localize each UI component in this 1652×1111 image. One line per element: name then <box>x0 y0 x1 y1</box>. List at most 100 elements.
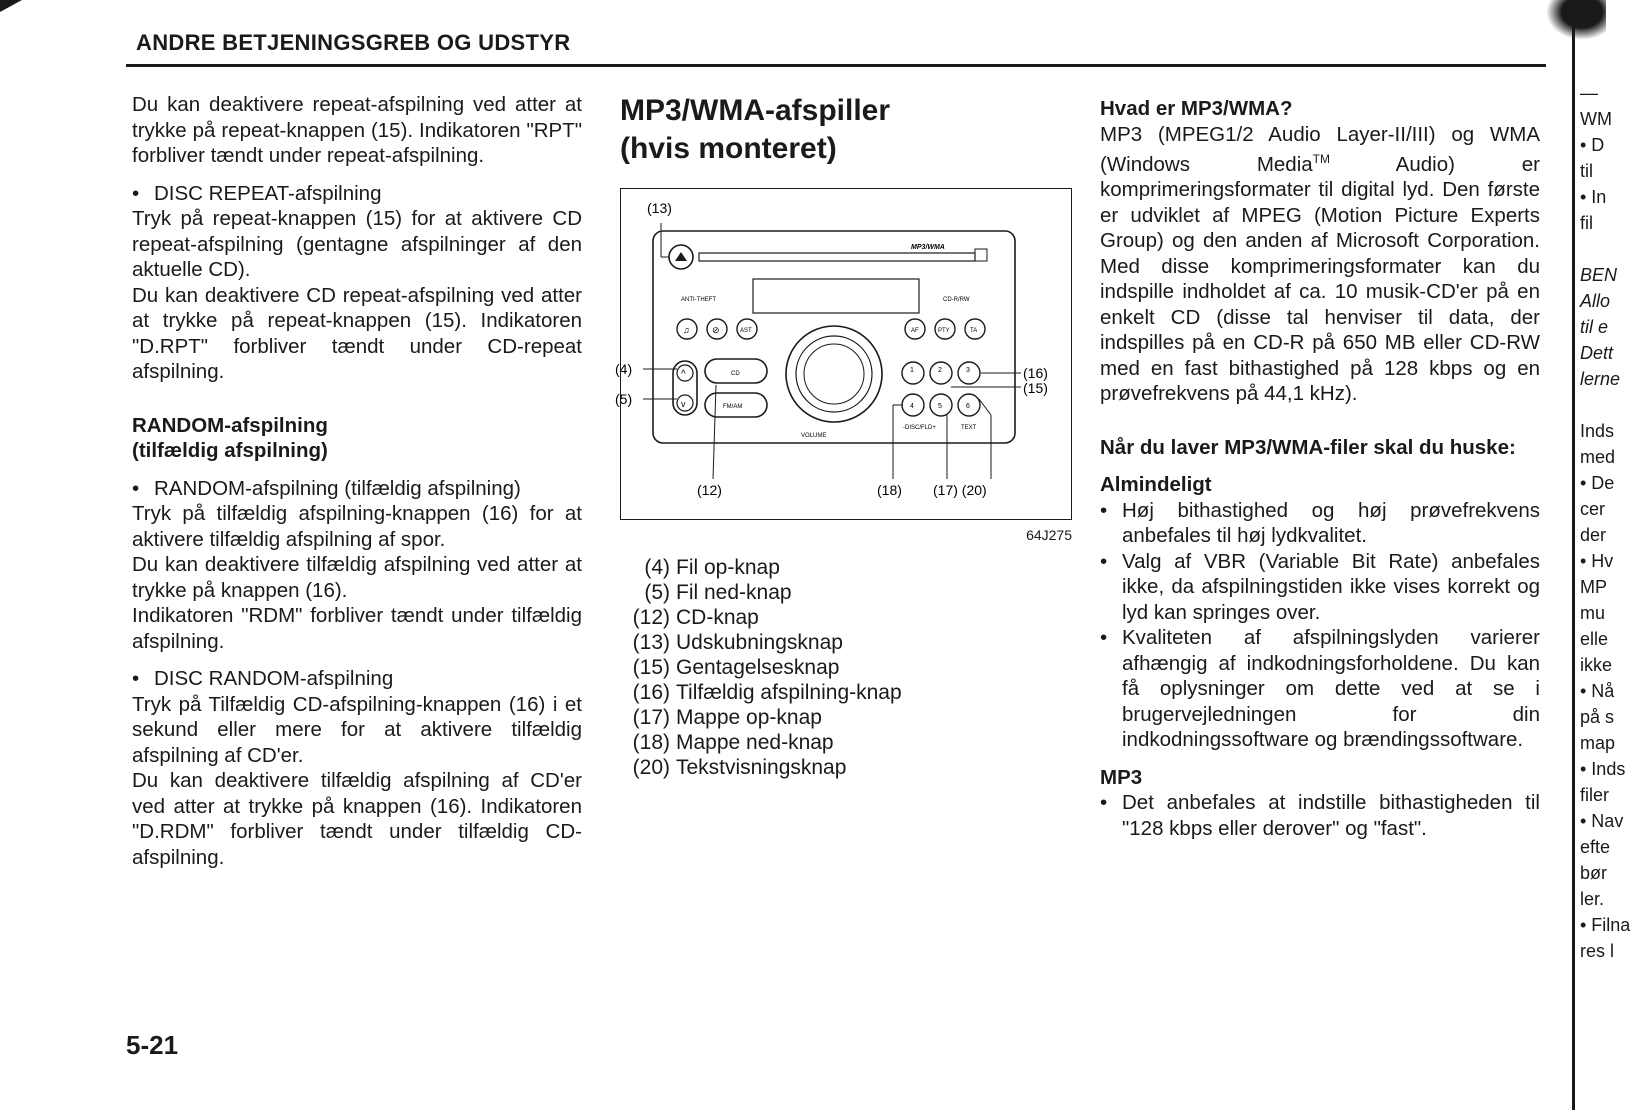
label-disc-logo: CD-R/RW <box>943 297 970 303</box>
mute-glyph: ⊘ <box>712 325 720 335</box>
label-antitheft: ANTI-THEFT <box>681 297 716 303</box>
strip-line: • Nav <box>1580 811 1624 831</box>
strip-line: Inds <box>1580 421 1615 441</box>
strip-line: map <box>1580 733 1616 753</box>
bullet-dot: • <box>1100 791 1108 815</box>
callout-13: (13) <box>647 200 672 216</box>
bullet-title: DISC RANDOM-afspilning <box>154 667 394 690</box>
legend-row: (4)Fil op-knap <box>620 555 1070 580</box>
legend-label: CD-knap <box>676 605 759 629</box>
preset-button-1 <box>901 361 925 385</box>
bullet-disc-random: • DISC RANDOM-afspilning <box>132 666 582 692</box>
legend-number: (13) <box>632 630 670 654</box>
down-glyph: v <box>681 399 686 409</box>
mp3-list: •Det anbefales at indstille bithastighed… <box>1100 790 1540 841</box>
file-up-button-4 <box>676 364 694 382</box>
strip-line: WM <box>1580 109 1612 129</box>
preset-button-2 <box>929 361 953 385</box>
fmam-button <box>704 392 768 418</box>
paragraph-random-disable: Du kan deaktivere tilfældig afspilning v… <box>132 553 582 602</box>
bullet-random: • RANDOM-afspilning (tilfældig afspilnin… <box>132 476 582 502</box>
page-number: 5-21 <box>126 1030 179 1060</box>
strip-line: ikke <box>1580 655 1613 675</box>
legend-label: Fil ned-knap <box>676 580 792 604</box>
figure-code: 64J275 <box>1026 527 1072 543</box>
logo-mark <box>974 248 988 262</box>
preset-button-6 <box>957 393 981 417</box>
header-rule <box>126 64 1546 67</box>
bullet-disc-repeat: • DISC REPEAT-afspilning <box>132 181 582 207</box>
bullet-item: •Høj bithastighed og høj prøvefrekvens a… <box>1100 498 1540 549</box>
callout-5: (5) <box>615 391 632 407</box>
legend-row: (15)Gentagelsesknap <box>620 655 1070 680</box>
strip-line: • Inds <box>1580 759 1626 779</box>
figure-legend: (4)Fil op-knap(5)Fil ned-knap(12)CD-knap… <box>620 555 1070 780</box>
bullet-text: Valg af VBR (Variable Bit Rate) anbefale… <box>1122 549 1540 624</box>
strip-line: bør <box>1580 863 1607 883</box>
strip-line <box>1580 236 1652 262</box>
legend-row: (18)Mappe ned-knap <box>620 730 1070 755</box>
volume-knob-ring <box>795 335 873 413</box>
page-edge <box>1572 20 1575 1110</box>
cd-button-12 <box>704 358 768 384</box>
bullet-title: RANDOM-afspilning (tilfældig afspilning) <box>154 476 521 500</box>
general-list: • Høj bithastighed og høj prøvefrekvens a… <box>1100 498 1540 753</box>
label-disc: -DISC/FLD+ <box>903 425 936 431</box>
callout-12: (12) <box>697 482 722 498</box>
callout-16: (16) <box>1023 365 1048 381</box>
bullet-dot: • <box>1100 626 1108 650</box>
radio-faceplate <box>652 230 1016 444</box>
what-is-text-a: MP3 (MPEG1/2 Audio Layer-II/III) og WMA … <box>1100 122 1540 176</box>
strip-line: elle <box>1580 629 1609 649</box>
what-is-heading: Hvad er MP3/WMA? <box>1100 97 1293 120</box>
random-heading: RANDOM-afspilning <box>132 413 328 437</box>
bullet-text: Høj bithastighed og høj prøvefrekvens an… <box>1122 498 1540 548</box>
legend-label: Tilfældig afspilning-knap <box>676 680 902 704</box>
label-ast: AST <box>740 328 752 334</box>
preset-3-glyph: 3 <box>966 367 970 374</box>
strip-line: efte <box>1580 837 1611 857</box>
eject-symbol <box>675 252 687 261</box>
preset-button-5 <box>929 393 953 417</box>
paragraph-disc-repeat: Tryk på repeat-knappen (15) for at aktiv… <box>132 207 582 281</box>
music-glyph: ♫ <box>683 325 690 335</box>
legend-number: (15) <box>632 655 670 679</box>
strip-line: med <box>1580 447 1616 467</box>
bullet-dot: • <box>132 667 140 690</box>
strip-line: — <box>1580 83 1598 103</box>
strip-line <box>1580 392 1652 418</box>
preset-4-glyph: 4 <box>910 403 914 410</box>
button-af <box>904 318 926 340</box>
strip-line: • In <box>1580 187 1607 207</box>
radio-diagram: MP3/WMA ANTI-THEFT CD-R/RW ♫ ⊘ AST AF PT… <box>615 200 1048 498</box>
paragraph-disc-random-disable: Du kan deaktivere tilfældig afspilning a… <box>132 769 582 869</box>
strip-line: cer <box>1580 499 1606 519</box>
bullet-item: •Det anbefales at indstille bithastighed… <box>1100 790 1540 841</box>
paragraph-repeat-disable: Du kan deaktivere repeat-afspilning ved … <box>132 93 582 167</box>
strip-line: på s <box>1580 707 1615 727</box>
leader-20a <box>978 398 992 416</box>
button-mute <box>706 318 728 340</box>
callout-18: (18) <box>877 482 902 498</box>
random-subheading: (tilfældig afspilning) <box>132 439 328 462</box>
label-cd: CD <box>731 371 740 377</box>
paragraph-random-indicator: Indikatoren "RDM" forbliver tændt under … <box>132 604 582 653</box>
title-line-2: (hvis monteret) <box>620 132 837 165</box>
preset-button-3 <box>957 361 981 385</box>
legend-row: (17)Mappe op-knap <box>620 705 1070 730</box>
strip-line: der <box>1580 525 1607 545</box>
strip-line: Dett <box>1580 343 1614 363</box>
what-is-paragraph: MP3 (MPEG1/2 Audio Layer-II/III) og WMA … <box>1100 122 1540 407</box>
legend-label: Udskubningsknap <box>676 630 843 654</box>
strip-line: fil <box>1580 213 1593 233</box>
bullet-text: Kvaliteten af afspilningslyden varierer … <box>1122 626 1540 752</box>
title-line-1: MP3/WMA-afspiller <box>620 94 891 127</box>
preset-6-glyph: 6 <box>966 403 970 410</box>
strip-line: Allo <box>1580 291 1611 311</box>
page-corner-mark <box>0 0 22 12</box>
button-music <box>676 318 698 340</box>
strip-line: • De <box>1580 473 1615 493</box>
label-fmam: FM/AM <box>723 404 742 410</box>
display-window <box>752 278 920 314</box>
